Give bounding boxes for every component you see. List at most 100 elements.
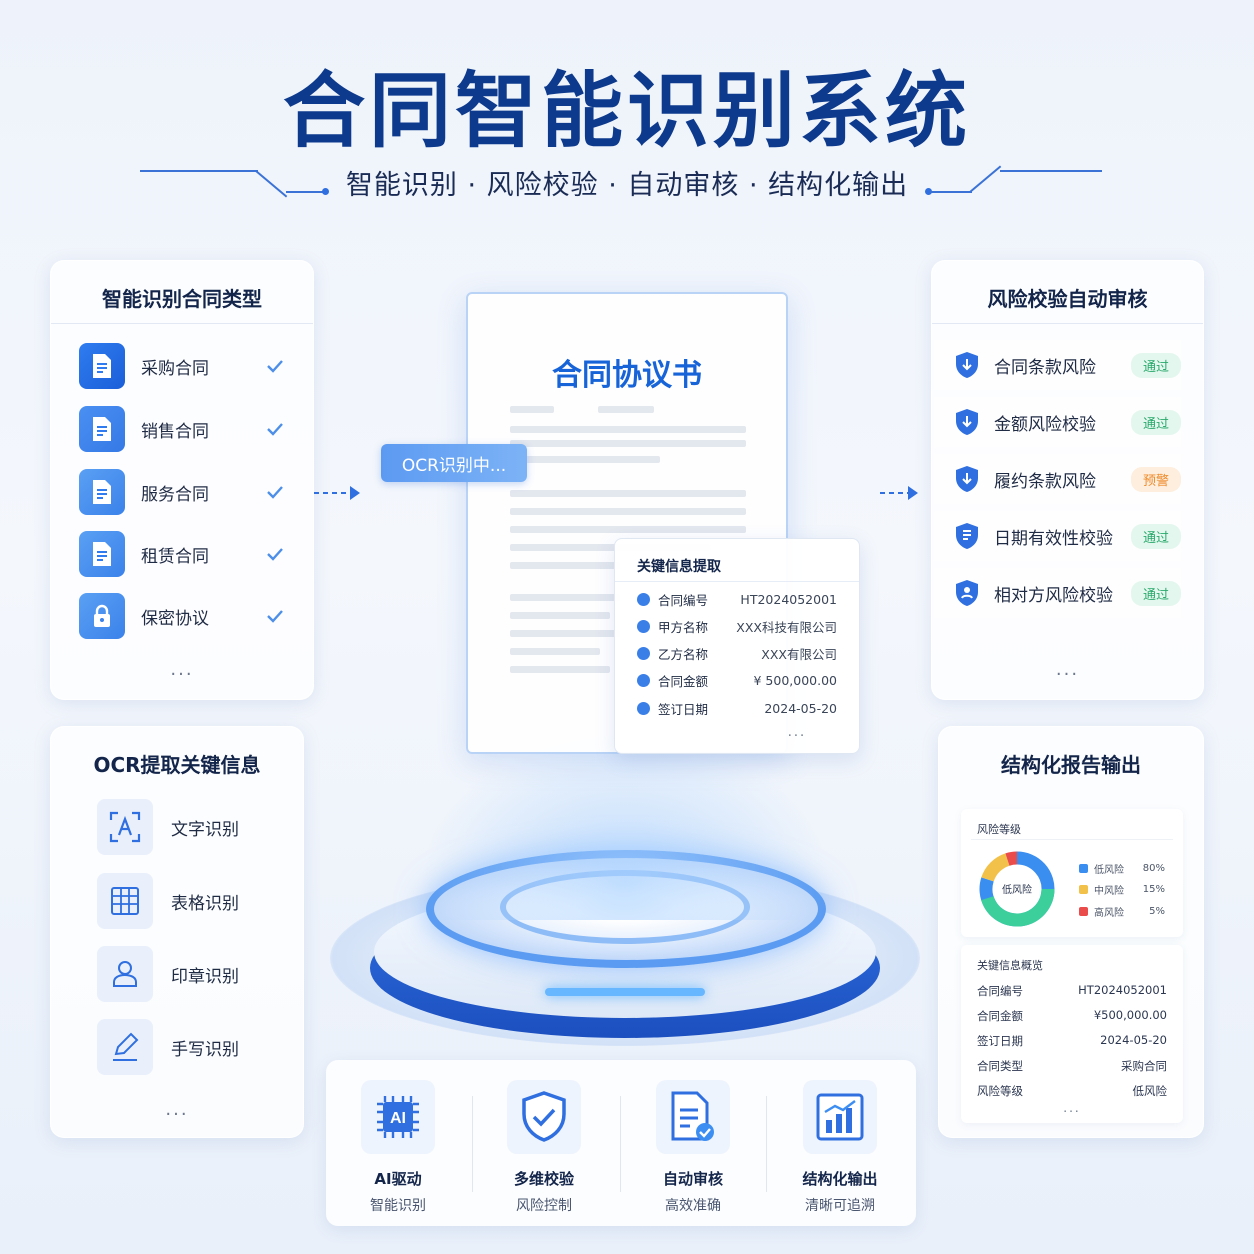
document-check-icon <box>656 1080 730 1154</box>
shield-icon <box>956 352 978 378</box>
more-indicator[interactable]: ... <box>1063 1101 1081 1115</box>
feature-multi-check[interactable]: 多维校验 风险控制 <box>484 1080 604 1215</box>
feature-structured-output[interactable]: 结构化输出 清晰可追溯 <box>780 1080 900 1215</box>
donut-center-label: 低风险 <box>1002 883 1032 896</box>
subtitle-dot-left <box>322 188 329 195</box>
key-info-row: 乙方名称 XXX有限公司 <box>637 643 837 663</box>
subtitle-deco-left-end <box>286 191 326 193</box>
shield-icon <box>956 580 978 606</box>
ai-chip-icon: AI <box>361 1080 435 1154</box>
ocr-item-handwriting[interactable]: 手写识别 <box>97 1019 275 1075</box>
check-icon <box>267 610 283 623</box>
subtitle-deco-right-end <box>930 191 972 193</box>
panel-title: 结构化报告输出 <box>1001 753 1141 777</box>
risk-item[interactable]: 金额风险校验 通过 <box>934 397 1181 447</box>
page-subtitle: 智能识别 · 风险校验 · 自动审核 · 结构化输出 <box>345 170 909 201</box>
check-icon <box>267 548 283 561</box>
feature-ai[interactable]: AI AI驱动 智能识别 <box>338 1080 458 1215</box>
risk-donut-chart: 低风险 <box>979 851 1055 927</box>
check-icon <box>267 423 283 436</box>
key-info-title: 关键信息提取 <box>637 559 721 575</box>
status-badge: 通过 <box>1130 580 1181 606</box>
subtitle-deco-left <box>140 170 258 172</box>
ocr-item-table[interactable]: 表格识别 <box>97 873 275 929</box>
contract-types-panel: 智能识别合同类型 采购合同 销售合同 服务合同 租赁合同 保密协议 <box>50 260 314 700</box>
subtitle-deco-right <box>1000 170 1102 172</box>
panel-title: 风险校验自动审核 <box>987 287 1148 311</box>
key-info-row: 甲方名称 XXX科技有限公司 <box>637 616 837 636</box>
key-info-row: 合同金额 ¥ 500,000.00 <box>637 670 837 690</box>
contract-type-sales[interactable]: 销售合同 <box>79 404 285 454</box>
risk-item[interactable]: 日期有效性校验 通过 <box>934 511 1181 561</box>
check-icon <box>637 673 650 687</box>
contract-type-nda[interactable]: 保密协议 <box>79 591 285 641</box>
contract-type-service[interactable]: 服务合同 <box>79 467 285 517</box>
risk-item[interactable]: 履约条款风险 预警 <box>934 454 1181 504</box>
check-icon <box>267 360 283 373</box>
flow-arrow-left <box>314 486 360 500</box>
contract-type-label: 采购合同 <box>141 358 209 379</box>
key-info-row: 合同编号 HT2024052001 <box>637 589 837 609</box>
ocr-item-text[interactable]: 文字识别 <box>97 799 275 855</box>
summary-row: 风险等级低风险 <box>977 1084 1167 1098</box>
document-title: 合同协议书 <box>552 358 702 393</box>
panel-title: OCR提取关键信息 <box>93 753 261 777</box>
status-badge: 通过 <box>1130 352 1181 378</box>
key-info-row: 签订日期 2024-05-20 <box>637 698 837 718</box>
panel-title: 智能识别合同类型 <box>102 287 262 311</box>
ocr-item-label: 印章识别 <box>171 966 239 987</box>
bar-chart-icon <box>803 1080 877 1154</box>
shield-icon <box>956 523 978 549</box>
ocr-panel: OCR提取关键信息 文字识别 表格识别 印章识别 手写识别 ... <box>50 726 304 1138</box>
more-indicator[interactable]: ... <box>787 725 807 740</box>
contract-type-label: 租赁合同 <box>141 546 209 567</box>
text-scan-icon <box>97 799 153 855</box>
ocr-item-label: 文字识别 <box>171 819 239 840</box>
ocr-item-stamp[interactable]: 印章识别 <box>97 946 275 1002</box>
feature-auto-review[interactable]: 自动审核 高效准确 <box>633 1080 753 1215</box>
check-icon <box>637 646 650 660</box>
summary-row: 合同类型采购合同 <box>977 1059 1167 1073</box>
status-badge: 通过 <box>1130 409 1181 435</box>
more-indicator[interactable]: ... <box>170 659 194 680</box>
shield-icon <box>956 466 978 492</box>
contract-type-lease[interactable]: 租赁合同 <box>79 529 285 579</box>
ocr-item-label: 表格识别 <box>171 893 239 914</box>
contract-type-label: 保密协议 <box>141 608 209 629</box>
contract-type-label: 服务合同 <box>141 484 209 505</box>
contract-type-purchase[interactable]: 采购合同 <box>79 341 285 391</box>
risk-item[interactable]: 相对方风险校验 通过 <box>934 568 1181 618</box>
status-badge: 通过 <box>1130 523 1181 549</box>
donut-segment <box>981 853 1010 882</box>
scan-glow <box>420 730 830 920</box>
pen-icon <box>97 1019 153 1075</box>
subtitle-dot-right <box>925 188 932 195</box>
page-title: 合同智能识别系统 <box>282 64 971 159</box>
more-indicator[interactable]: ... <box>1055 659 1080 680</box>
check-icon <box>637 619 650 633</box>
document-icon <box>79 469 125 515</box>
document-icon <box>79 406 125 452</box>
summary-row: 合同金额¥500,000.00 <box>977 1008 1167 1023</box>
contract-type-label: 销售合同 <box>141 421 209 442</box>
feature-bar: AI AI驱动 智能识别 多维校验 风险控制 自动审核 高效准确 结构化输出 清… <box>326 1060 916 1226</box>
status-badge: 预警 <box>1130 466 1181 492</box>
risk-item[interactable]: 合同条款风险 通过 <box>934 340 1181 390</box>
flow-arrow-right <box>880 486 918 500</box>
stamp-icon <box>97 946 153 1002</box>
risk-panel: 风险校验自动审核 合同条款风险 通过 金额风险校验 通过 履约条款风险 预警 日… <box>931 260 1204 700</box>
svg-text:AI: AI <box>390 1110 406 1127</box>
ocr-status-badge: OCR识别中... <box>381 444 527 482</box>
key-info-card: 关键信息提取 合同编号 HT2024052001 甲方名称 XXX科技有限公司 … <box>614 538 860 754</box>
lock-icon <box>79 593 125 639</box>
check-icon <box>267 486 283 499</box>
donut-segment-highlight <box>981 888 1055 927</box>
more-indicator[interactable]: ... <box>165 1099 189 1120</box>
